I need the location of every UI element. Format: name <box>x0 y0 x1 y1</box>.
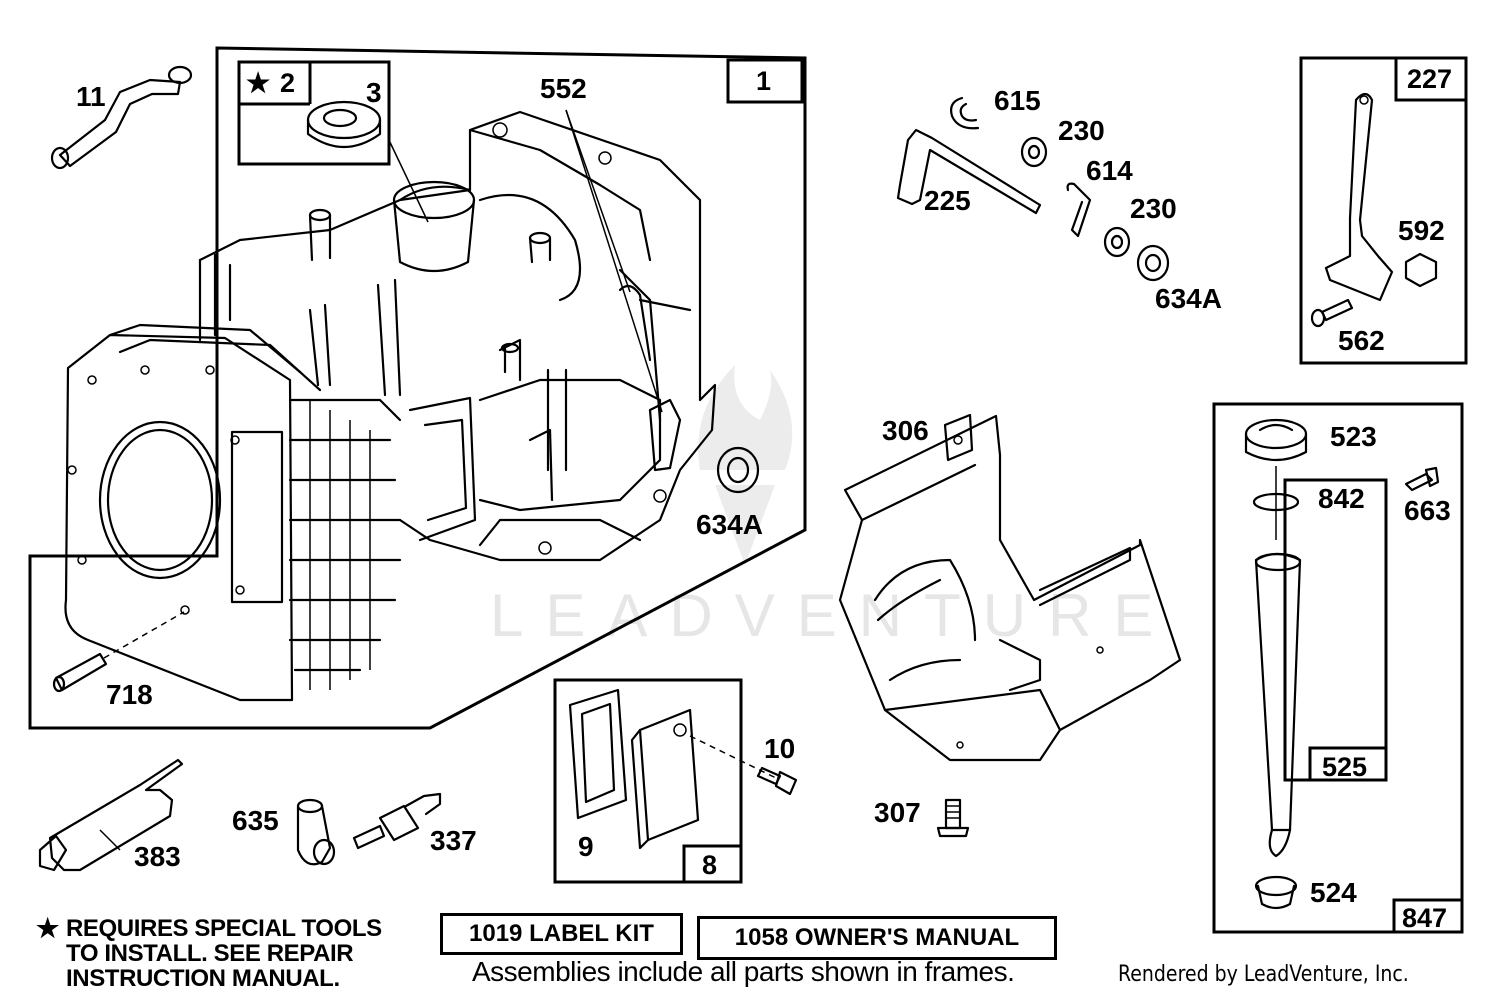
star-icon: ★ <box>36 913 60 943</box>
callout-523: 523 <box>1330 421 1377 452</box>
frame-2 <box>237 60 391 166</box>
callout-11: 11 <box>76 81 106 112</box>
frame-847 <box>1212 402 1464 934</box>
frame-847-tab <box>1392 898 1464 934</box>
owners-manual-box[interactable]: 1058 OWNER'S MANUAL <box>697 916 1057 960</box>
callout-8: 8 <box>702 850 717 880</box>
callout-3: 3 <box>366 77 382 108</box>
shield-306[interactable] <box>838 413 1182 762</box>
callout-306: 306 <box>882 415 929 446</box>
frame-8 <box>553 678 743 884</box>
rendered-by-credit: Rendered by LeadVenture, Inc. <box>1118 962 1409 987</box>
callout-9: 9 <box>578 831 594 862</box>
frame-525 <box>1283 478 1388 782</box>
callout-230-bottom: 230 <box>1130 193 1177 224</box>
assemblies-note: Assemblies include all parts shown in fr… <box>472 956 1015 987</box>
callout-615: 615 <box>994 85 1041 116</box>
callout-337: 337 <box>430 825 477 856</box>
callout-230-top: 230 <box>1058 115 1105 146</box>
cylinder-block-drawing <box>64 110 717 702</box>
callout-552: 552 <box>540 73 587 104</box>
callout-525: 525 <box>1322 752 1367 782</box>
seal-634a-block[interactable] <box>716 446 760 494</box>
callout-842: 842 <box>1318 483 1365 514</box>
callout-634a-block: 634A <box>696 509 763 540</box>
callout-1: 1 <box>756 66 771 96</box>
watermark: LEADVENTURE <box>490 365 1175 649</box>
screw-307[interactable] <box>936 798 970 838</box>
callout-718: 718 <box>106 679 153 710</box>
frame-227-tab <box>1394 56 1468 102</box>
callout-307: 307 <box>874 797 921 828</box>
callout-10: 10 <box>764 733 795 764</box>
frame-8-tab <box>682 844 743 884</box>
callout-634a-right: 634A <box>1155 283 1222 314</box>
callout-635: 635 <box>232 805 279 836</box>
watermark-text: LEADVENTURE <box>490 582 1175 649</box>
callout-383: 383 <box>134 841 181 872</box>
callout-524: 524 <box>1310 877 1357 908</box>
frame-1-tab <box>726 58 804 104</box>
dipstick-tube-assembly[interactable]: 847 525 <box>1212 402 1464 934</box>
callout-592: 592 <box>1398 215 1445 246</box>
breather-assembly[interactable]: 8 <box>553 678 777 884</box>
special-tools-line-1: REQUIRES SPECIAL TOOLS <box>66 915 382 942</box>
breather-tube-11[interactable] <box>50 65 193 170</box>
callout-847: 847 <box>1402 903 1447 933</box>
callout-562: 562 <box>1338 325 1385 356</box>
spark-plug-boot-635[interactable] <box>296 798 336 866</box>
callout-2: 2 <box>280 68 295 98</box>
spark-plug-337[interactable] <box>352 792 442 850</box>
screw-10[interactable] <box>756 766 798 796</box>
callout-614: 614 <box>1086 155 1133 186</box>
callout-663: 663 <box>1404 495 1451 526</box>
callout-227: 227 <box>1407 64 1452 94</box>
cylinder-block-assembly[interactable]: 1 ★ 2 3 <box>28 46 807 730</box>
dowel-pin-718[interactable] <box>52 652 108 693</box>
governor-shaft-group[interactable] <box>896 96 1170 282</box>
star-icon: ★ <box>246 68 270 98</box>
governor-lever-assembly[interactable]: 227 <box>1299 56 1468 365</box>
frame-1 <box>28 46 807 730</box>
special-tools-line-2: TO INSTALL. SEE REPAIR <box>66 940 354 967</box>
tool-383[interactable] <box>38 758 184 872</box>
special-tools-note: ★ REQUIRES SPECIAL TOOLS TO INSTALL. SEE… <box>36 913 382 992</box>
frame-525-tab <box>1308 746 1388 782</box>
special-tools-line-3: INSTRUCTION MANUAL. <box>66 965 340 992</box>
label-kit-box[interactable]: 1019 LABEL KIT <box>440 913 683 955</box>
callout-225: 225 <box>924 185 971 216</box>
frame-227 <box>1299 56 1468 365</box>
